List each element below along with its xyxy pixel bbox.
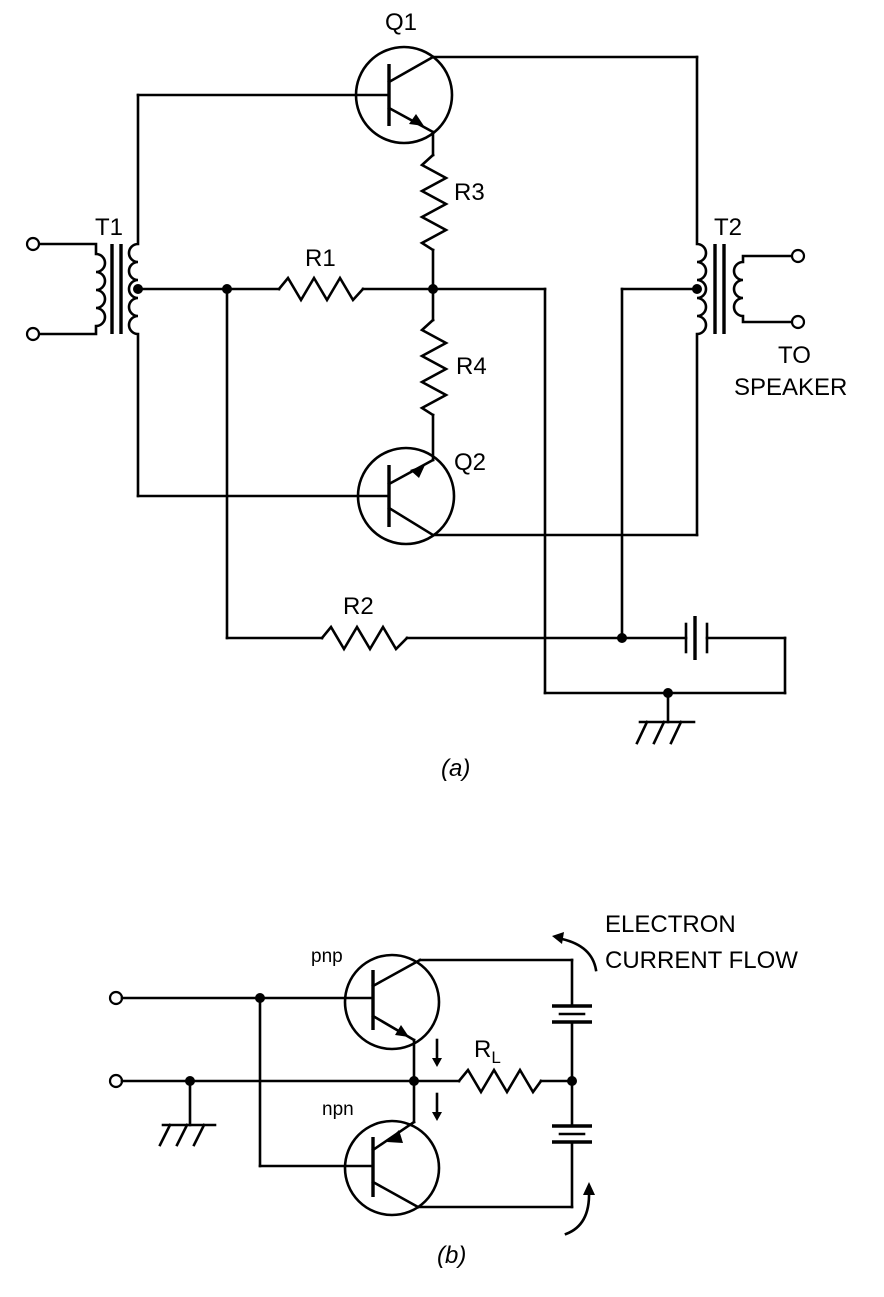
transistor-pnp <box>343 953 574 1124</box>
label-electron: ELECTRON <box>605 911 736 938</box>
resistor-r3 <box>419 153 449 291</box>
electron-flow-arrow-bottom <box>564 1182 595 1236</box>
current-arrow-pnp <box>432 1038 442 1067</box>
junction-dot <box>692 284 702 294</box>
figure-a-push-pull-amplifier: Q1 R3 T1 R1 T2 R4 Q2 TO SPEAKER R2 (a) <box>25 9 847 782</box>
speaker-terminal-2[interactable] <box>790 314 806 330</box>
label-speaker-to: TO <box>778 342 811 369</box>
electron-flow-arrow-top <box>552 932 598 972</box>
input-terminal-b1[interactable] <box>108 990 124 1006</box>
transistor-q2 <box>136 446 699 546</box>
label-current-flow: CURRENT FLOW <box>605 947 798 974</box>
current-arrow-npn <box>432 1092 442 1121</box>
input-terminal-b2[interactable] <box>108 1073 124 1089</box>
transformer-t2 <box>695 55 806 537</box>
label-r4: R4 <box>456 353 487 380</box>
resistor-r2 <box>225 287 688 652</box>
label-t2: T2 <box>714 214 742 241</box>
label-r1: R1 <box>305 245 336 272</box>
transformer-t1 <box>25 93 140 498</box>
caption-b: (b) <box>437 1242 466 1269</box>
resistor-r1 <box>136 275 547 303</box>
label-r3: R3 <box>454 179 485 206</box>
junction-dot <box>617 633 627 643</box>
label-npn: npn <box>322 1099 354 1120</box>
label-t1: T1 <box>95 214 123 241</box>
speaker-terminal-1[interactable] <box>790 248 806 264</box>
figure-b-complementary-pair: pnp npn RL ELECTRON CURRENT FLOW (b) <box>108 911 798 1269</box>
battery-b-bottom <box>552 1079 592 1209</box>
junction-dot <box>133 284 143 294</box>
junction-dot <box>409 1076 419 1086</box>
label-r2: R2 <box>343 593 374 620</box>
caption-a: (a) <box>441 755 470 782</box>
label-pnp: pnp <box>311 946 343 967</box>
input-terminal-1[interactable] <box>25 236 41 252</box>
resistor-r4 <box>419 287 449 462</box>
label-rl: RL <box>474 1036 501 1067</box>
label-speaker: SPEAKER <box>734 374 847 401</box>
battery-a <box>684 616 787 695</box>
transistor-q1 <box>136 45 699 157</box>
ground-symbol-b <box>158 1079 217 1147</box>
resistor-rl <box>457 1067 574 1095</box>
label-q2: Q2 <box>454 449 486 476</box>
input-terminal-2[interactable] <box>25 326 41 342</box>
battery-b-top <box>552 958 592 1083</box>
transistor-npn <box>343 1119 574 1217</box>
ground-symbol-a <box>635 691 696 745</box>
label-q1: Q1 <box>385 9 417 36</box>
